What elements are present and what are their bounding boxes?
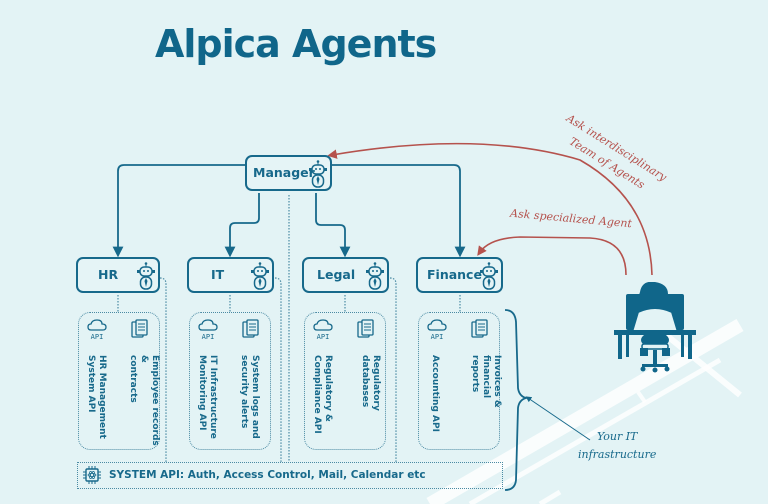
document-icon — [242, 319, 259, 338]
user-at-desk-icon — [614, 282, 696, 373]
robot-agent-icon — [251, 262, 269, 290]
robot-agent-icon — [137, 262, 155, 290]
chip-icon — [83, 466, 101, 484]
connector-manager-finance — [330, 164, 466, 258]
agent-label-finance: Finance — [427, 267, 482, 282]
cloud-api-icon: API — [198, 319, 218, 341]
robot-agent-icon — [366, 262, 384, 290]
doc-label-hr: Employee records & contracts — [128, 355, 160, 446]
connector-manager-legal — [315, 193, 351, 258]
agent-box-hr[interactable]: HR — [76, 257, 160, 293]
agent-label-hr: HR — [98, 267, 119, 282]
page-title: Alpica Agents — [155, 22, 437, 66]
dotted-line-it-side — [274, 277, 282, 462]
arrow-ask-specialized — [477, 236, 627, 276]
resource-box-finance: API Accounting API Invoices & financial … — [418, 312, 502, 450]
agent-box-finance[interactable]: Finance — [416, 257, 503, 293]
agent-label-it: IT — [211, 267, 225, 282]
system-api-label: SYSTEM API: Auth, Access Control, Mail, … — [109, 469, 426, 481]
api-label-finance: Accounting API — [430, 355, 440, 432]
connector-manager-hr — [112, 164, 246, 258]
doc-label-finance: Invoices & financial reports — [470, 355, 502, 408]
cloud-api-icon: API — [313, 319, 333, 341]
resource-box-it: API IT Infrastructure Monitoring API Sys… — [189, 312, 271, 450]
stripe — [658, 327, 742, 398]
doc-label-it: System logs and security alerts — [239, 355, 260, 439]
agent-box-it[interactable]: IT — [187, 257, 274, 293]
system-api-bar: SYSTEM API: Auth, Access Control, Mail, … — [77, 462, 503, 489]
arrow-ask-team — [327, 142, 653, 276]
manager-agent-box[interactable]: Manager — [245, 155, 332, 191]
agent-box-legal[interactable]: Legal — [302, 257, 389, 293]
svg-text:API: API — [91, 333, 104, 341]
robot-agent-icon — [480, 262, 498, 290]
document-icon — [357, 319, 374, 338]
svg-text:API: API — [317, 333, 330, 341]
resource-box-legal: API Regulatory & Compliance API Regulato… — [304, 312, 386, 450]
robot-agent-icon — [309, 160, 327, 188]
manager-label: Manager — [253, 165, 315, 180]
stripe — [538, 489, 562, 504]
infrastructure-pointer — [525, 396, 591, 441]
cloud-api-icon: API — [87, 319, 107, 341]
annotation-it-infrastructure: Your IT infrastructure — [578, 430, 657, 461]
document-icon — [471, 319, 488, 338]
agent-label-legal: Legal — [317, 267, 356, 282]
svg-text:API: API — [431, 333, 444, 341]
svg-text:API: API — [202, 333, 215, 341]
api-label-it: IT Infrastructure Monitoring API — [197, 355, 218, 439]
api-label-legal: Regulatory & Compliance API — [312, 355, 333, 434]
stripe — [468, 357, 722, 504]
stripe — [636, 390, 647, 404]
resource-box-hr: API HR Management System API Employee re… — [78, 312, 160, 450]
document-icon — [131, 319, 148, 338]
dotted-line-legal-side — [389, 277, 397, 462]
dotted-line-hr-side — [159, 277, 167, 462]
brace — [504, 309, 530, 491]
doc-label-legal: Regulatory databases — [360, 355, 381, 411]
api-label-hr: HR Management System API — [86, 355, 107, 439]
cloud-api-icon: API — [427, 319, 447, 341]
connector-manager-it — [224, 193, 260, 258]
